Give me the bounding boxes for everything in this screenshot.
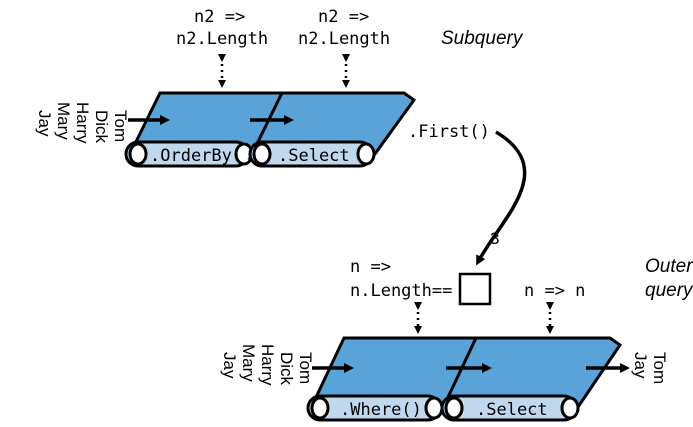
- result-connector: 3: [476, 130, 527, 266]
- roller-end: [252, 142, 272, 166]
- subquery-label: Subquery: [441, 28, 524, 49]
- subquery-section: Subquery Tom Dick Harry Mary Jay .OrderB…: [35, 7, 524, 168]
- orderby-operator: .OrderBy: [124, 91, 293, 168]
- input-name: Harry: [73, 102, 92, 144]
- roller-end: [560, 396, 580, 420]
- operator-label: .Select: [476, 400, 548, 420]
- input-name: Dick: [92, 110, 111, 144]
- input-name: Mary: [239, 344, 258, 382]
- subquery-input-names: Tom Dick Harry Mary Jay: [35, 102, 130, 144]
- roller-end: [356, 142, 376, 166]
- lambda-line: n2.Length: [176, 29, 268, 49]
- roller-end: [310, 396, 330, 420]
- input-name: Harry: [258, 344, 277, 386]
- roller-end: [444, 396, 464, 420]
- lambda-line: n2 =>: [194, 7, 245, 27]
- outer-label-line2: query: [645, 280, 693, 301]
- operator-label: .OrderBy: [150, 146, 232, 166]
- output-name: Jay: [631, 352, 650, 379]
- operator-label: .Where(): [340, 400, 422, 420]
- input-name: Jay: [220, 352, 239, 379]
- placeholder-box: [458, 272, 492, 306]
- output-name: Tom: [650, 352, 669, 384]
- first-call-label: .First(): [408, 122, 490, 142]
- outer-output-names: Tom Jay: [631, 352, 669, 384]
- curved-arrow: [476, 130, 527, 266]
- input-name: Mary: [54, 102, 73, 140]
- lambda-line: n =>: [350, 257, 391, 277]
- where-operator: .Where(): [306, 336, 486, 422]
- lambda-line: n2.Length: [298, 29, 390, 49]
- input-name: Tom: [111, 110, 130, 142]
- input-name: Jay: [35, 110, 54, 137]
- lambda-line: n.Length==: [350, 281, 452, 301]
- outer-select-operator: .Select: [439, 336, 630, 422]
- roller-end: [424, 396, 444, 420]
- operator-label: .Select: [278, 146, 350, 166]
- input-name: Dick: [277, 352, 296, 386]
- roller-end: [128, 142, 148, 166]
- result-value: 3: [490, 229, 499, 248]
- outer-input-names: Tom Dick Harry Mary Jay: [220, 344, 315, 386]
- select-operator: .Select: [247, 91, 417, 168]
- outer-query-section: Outer query Tom Dick Harry Mary Jay .Whe…: [220, 256, 693, 422]
- lambda-line: n2 =>: [318, 7, 369, 27]
- input-name: Tom: [296, 352, 315, 384]
- lambda-line: n => n: [524, 281, 585, 301]
- outer-label-line1: Outer: [645, 256, 693, 277]
